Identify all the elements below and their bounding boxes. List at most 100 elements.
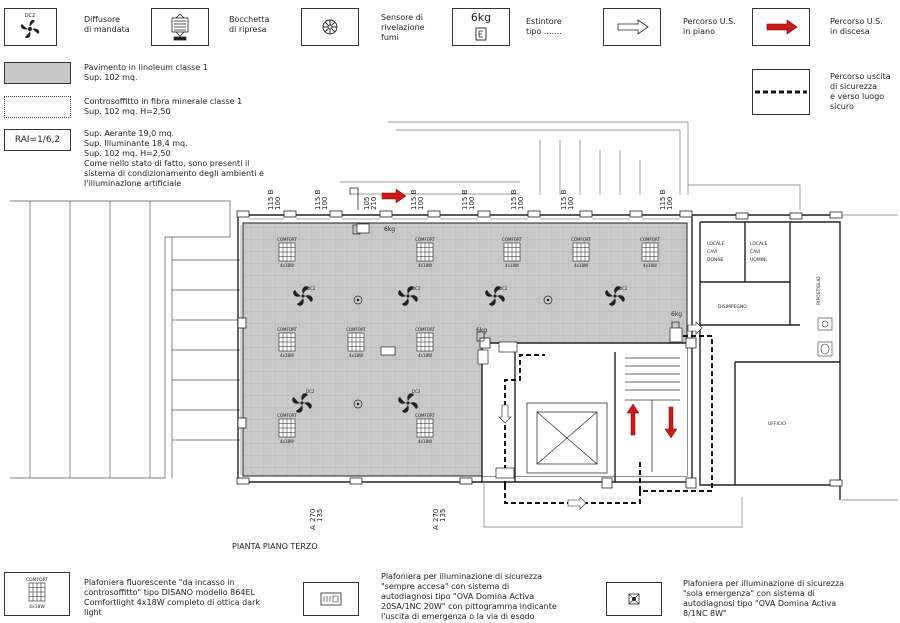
return-grille [380,346,396,356]
diffuser-icon: DC2 [20,13,40,39]
comfort-luminaire: COMFORT 4x18W [277,327,297,358]
svg-text:RIPOSTIGLIO: RIPOSTIGLIO [816,276,822,305]
return-grille-icon [171,13,189,41]
svg-text:UFFICIO: UFFICIO [768,421,786,427]
lamp-spec: 4x18W [280,353,294,358]
svg-text:4x18W: 4x18W [29,604,45,610]
percorso-uscita-legend-box [752,69,810,115]
window-glazing [240,218,680,475]
comfort-tag: COMFORT [502,237,522,242]
structural-columns [237,317,697,489]
lamp-spec: 4x18W [280,439,294,444]
comfort-luminaire: COMFORT 4x18W [277,413,297,444]
percorso-piano-label: Percorso U.S. in piano [683,17,736,36]
comfort-luminaire: COMFORT 4x18W [346,327,366,358]
comfort-tag: COMFORT [571,237,591,242]
svg-text:270135: 270135 [432,509,447,522]
svg-text:A: A [432,525,440,530]
descent-arrow-up [626,403,640,436]
sempre-accesa-legend-box [303,582,359,616]
lamp-spec: 4x18W [418,353,432,358]
descent-arrow-down [664,406,678,439]
lamp-spec: 4x18W [418,439,432,444]
percorso-discesa-legend-box [752,8,810,46]
extinguisher-labels: 6kg 6kg 6kg [384,226,682,334]
controsoffitto-swatch [4,96,71,118]
exit-route-dashed-line-icon [755,90,807,94]
comfort-luminaire: COMFORT 4x18W [415,327,435,358]
bocchetta-legend-box [151,8,209,46]
emergency-light-always-on-icon [320,592,342,606]
smoke-sensor-icon [322,19,338,35]
svg-text:115 B100: 115 B100 [560,189,575,210]
svg-text:115 B100: 115 B100 [267,189,282,210]
stair-void [482,343,687,476]
comfort-luminaire: COMFORT 4x18W [415,237,435,268]
comfort-luminaire: COMFORT 4x18W [571,237,591,268]
svg-text:6kg: 6kg [476,327,487,334]
sola-emergenza-legend-box [606,582,662,616]
emergency-light-only-icon [628,593,640,605]
comfort-tag: COMFORT [277,237,297,242]
lamp-spec: 4x18W [505,263,519,268]
svg-text:A: A [309,525,317,530]
comfort-tag: COMFORT [640,237,660,242]
bottom-section-markers: 270135 A 270135 A [309,509,447,530]
comfort-tag: COMFORT [277,413,297,418]
svg-text:6kg: 6kg [671,311,682,318]
comfort-tag: COMFORT [277,327,297,332]
lamp-spec: 4x18W [349,353,363,358]
rai-value: RAI=1/6,2 [14,135,61,145]
svg-text:DC2: DC2 [412,389,421,394]
comfort-tag: COMFORT [415,237,435,242]
svg-text:DC2: DC2 [307,286,316,291]
comfort-tag: COMFORT [346,327,366,332]
comfort-legend-box: COMFORT 4x18W [4,572,70,616]
comfort-tag: COMFORT [415,413,435,418]
safety-luminaires [356,223,683,479]
escape-route-flat-arrow-icon [617,19,649,35]
lamp-spec: 4x18W [418,263,432,268]
left-wing-outline [10,200,240,479]
svg-text:270135: 270135 [309,509,324,522]
comfort-tag: COMFORT [415,327,435,332]
pavimento-label: Pavimento in linoleum classe 1 Sup. 102 … [84,63,208,82]
estintore-legend-box: 6kg [452,8,510,46]
svg-text:DISIMPEGNO: DISIMPEGNO [718,304,747,310]
svg-text:115 B100: 115 B100 [410,189,425,210]
right-wing-outline [483,214,898,528]
fluorescente-label: Plafoniera fluorescente "da incasso in c… [84,578,261,617]
extinguisher-icon [475,27,487,41]
diffuser-tags: DC2 DC2 DC2 DC2 DC2 DC2 [306,286,628,394]
svg-text:DC2: DC2 [412,286,421,291]
descent-arrow-top [381,188,407,204]
escape-route-flat-arrows [498,321,703,510]
lamp-spec: 4x18W [574,263,588,268]
extinguisher-tag: 6kg [470,11,492,24]
stair-and-lift [526,357,680,474]
diffuser-tag: DC2 [25,13,36,19]
diffusore-legend-box: DC2 [4,8,57,46]
comfort-luminaire: COMFORT 4x18W [502,237,522,268]
diffusore-label: Diffusore di mandata [84,15,130,34]
svg-text:115 B100: 115 B100 [510,189,525,210]
percorso-discesa-label: Percorso U.S. in discesa [830,17,883,36]
percorso-piano-legend-box [603,8,661,46]
sola-emergenza-label: Plafoniera per illuminazione di sicurezz… [683,579,845,618]
svg-text:6kg: 6kg [384,226,395,233]
sempre-accesa-label: Plafoniera per illuminazione di sicurezz… [381,572,557,621]
building-walls [237,214,841,500]
svg-text:DC2: DC2 [619,286,628,291]
superfici-label: Sup. Aerante 19,0 mq. Sup. Illuminante 1… [84,129,264,188]
svg-text:DC2: DC2 [499,286,508,291]
svg-text:115 B100: 115 B100 [461,189,476,210]
comfort-luminaire-icon: COMFORT 4x18W [26,577,48,610]
estintore-label: Estintore tipo ....... [526,17,562,36]
